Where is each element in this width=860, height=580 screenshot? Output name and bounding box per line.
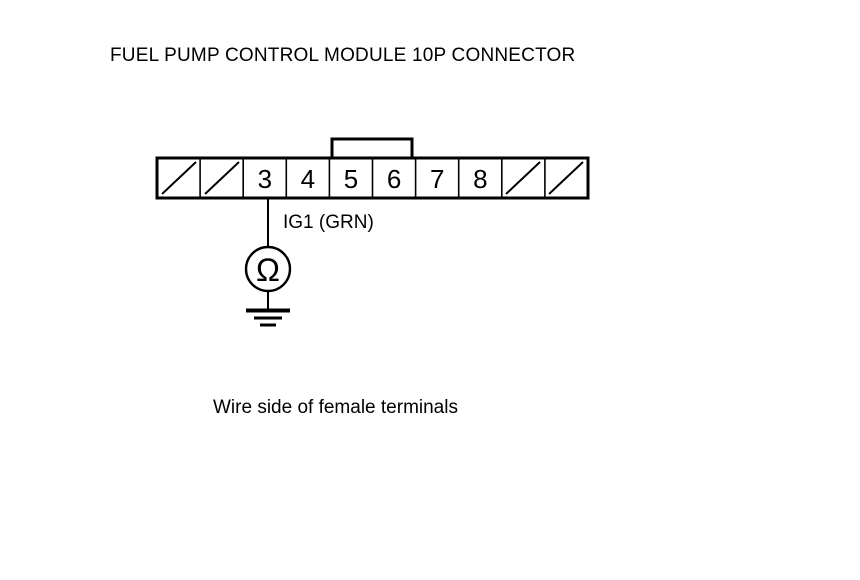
blank-cell-2: [204, 161, 240, 195]
blank-cell-1: [161, 161, 197, 195]
ground-symbol-icon: [246, 308, 290, 327]
pin-label-6: 6: [387, 164, 401, 194]
page-title: FUEL PUMP CONTROL MODULE 10P CONNECTOR: [110, 45, 576, 66]
connector-locking-tab: [330, 137, 414, 158]
ohmmeter-symbol: Ω: [244, 245, 292, 293]
connector-blank-cells: [161, 161, 584, 195]
blank-cell-10: [548, 161, 584, 195]
connector-pin-numbers: 3 4 5 6 7 8: [258, 164, 488, 194]
pin-label-7: 7: [430, 164, 444, 194]
wire-label-ig1: IG1 (GRN): [283, 212, 374, 233]
pin-label-5: 5: [344, 164, 358, 194]
connector-cell-dividers: [199, 158, 546, 198]
blank-cell-9: [505, 161, 541, 195]
pin-label-8: 8: [473, 164, 487, 194]
pin-label-3: 3: [258, 164, 272, 194]
diagram-caption: Wire side of female terminals: [213, 397, 458, 418]
pin-label-4: 4: [301, 164, 315, 194]
omega-icon: Ω: [256, 252, 280, 288]
